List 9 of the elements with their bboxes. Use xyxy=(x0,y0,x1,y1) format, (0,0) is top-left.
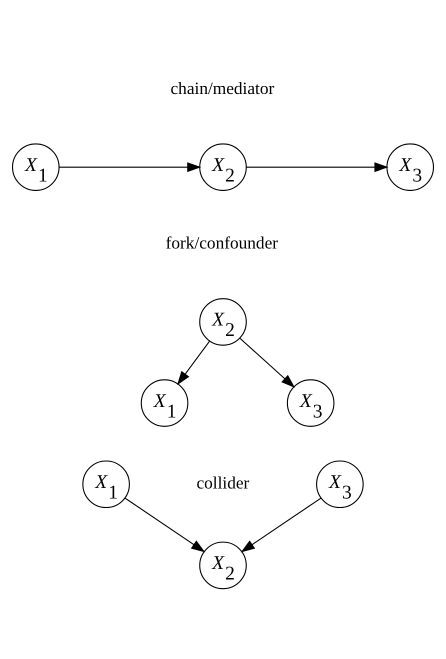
arrow xyxy=(59,162,202,172)
arrow xyxy=(240,498,322,552)
label: fork/confounder xyxy=(166,234,278,253)
arrow xyxy=(246,162,388,172)
arrow xyxy=(177,341,210,386)
label: collider xyxy=(196,473,250,492)
label: chain/mediator xyxy=(170,78,274,98)
arrow xyxy=(124,498,206,552)
arrow xyxy=(240,338,296,388)
